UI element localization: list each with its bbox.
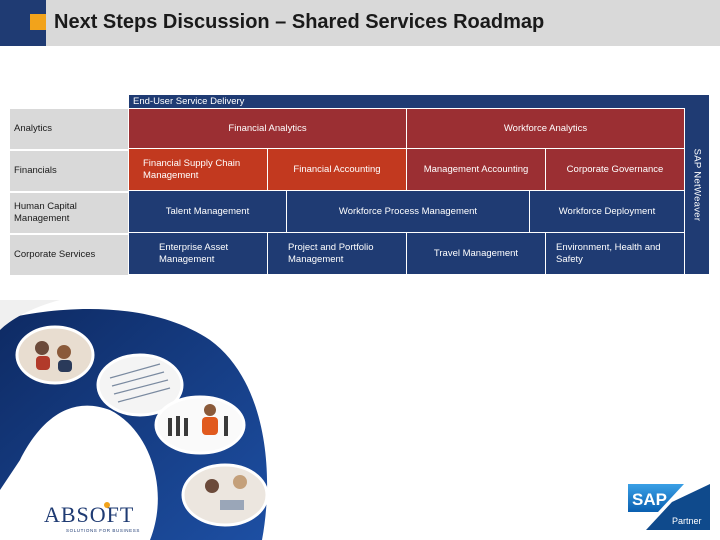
cell-financial-supply-chain: Financial Supply Chain Management <box>129 149 268 191</box>
title-square-icon <box>30 14 46 30</box>
photo-laptop-meeting <box>181 463 269 527</box>
cell-workforce-deployment: Workforce Deployment <box>530 191 685 233</box>
slide-title: Next Steps Discussion – Shared Services … <box>54 11 545 33</box>
row-label-corporate-services: Corporate Services <box>10 235 128 275</box>
decorative-swoosh <box>0 300 269 540</box>
svg-text:SOLUTIONS FOR BUSINESS: SOLUTIONS FOR BUSINESS <box>66 528 140 533</box>
photo-business-people <box>154 395 246 455</box>
end-user-service-delivery-band: End-User Service Delivery <box>129 95 685 108</box>
netweaver-sidebar <box>685 95 709 274</box>
cell-talent-management: Talent Management <box>129 191 287 233</box>
cell-workforce-process-management: Workforce Process Management <box>287 191 530 233</box>
svg-text:Partner: Partner <box>672 516 702 526</box>
svg-text:SAP: SAP <box>632 490 667 509</box>
svg-text:ABSOFT: ABSOFT <box>44 502 134 527</box>
row-label-financials: Financials <box>10 151 128 191</box>
row-label-analytics: Analytics <box>10 109 128 149</box>
cell-corporate-governance: Corporate Governance <box>546 149 685 191</box>
cell-management-accounting: Management Accounting <box>407 149 546 191</box>
netweaver-label: SAP NetWeaver <box>691 148 703 222</box>
photo-notes <box>96 353 184 417</box>
cell-environment-health-safety: Environment, Health and Safety <box>546 233 685 275</box>
absoft-logo: ABSOFT SOLUTIONS FOR BUSINESS <box>44 502 140 533</box>
cell-enterprise-asset-management: Enterprise Asset Management <box>129 233 268 275</box>
sap-partner-logo: SAP Partner <box>628 484 710 530</box>
cell-workforce-analytics: Workforce Analytics <box>407 109 685 149</box>
cell-project-portfolio-management: Project and Portfolio Management <box>268 233 407 275</box>
row-label-hcm: Human Capital Management <box>10 193 128 233</box>
cell-financial-analytics: Financial Analytics <box>129 109 407 149</box>
title-bar: Next Steps Discussion – Shared Services … <box>0 0 720 46</box>
cell-financial-accounting: Financial Accounting <box>268 149 407 191</box>
photo-team <box>15 325 95 385</box>
cell-travel-management: Travel Management <box>407 233 546 275</box>
